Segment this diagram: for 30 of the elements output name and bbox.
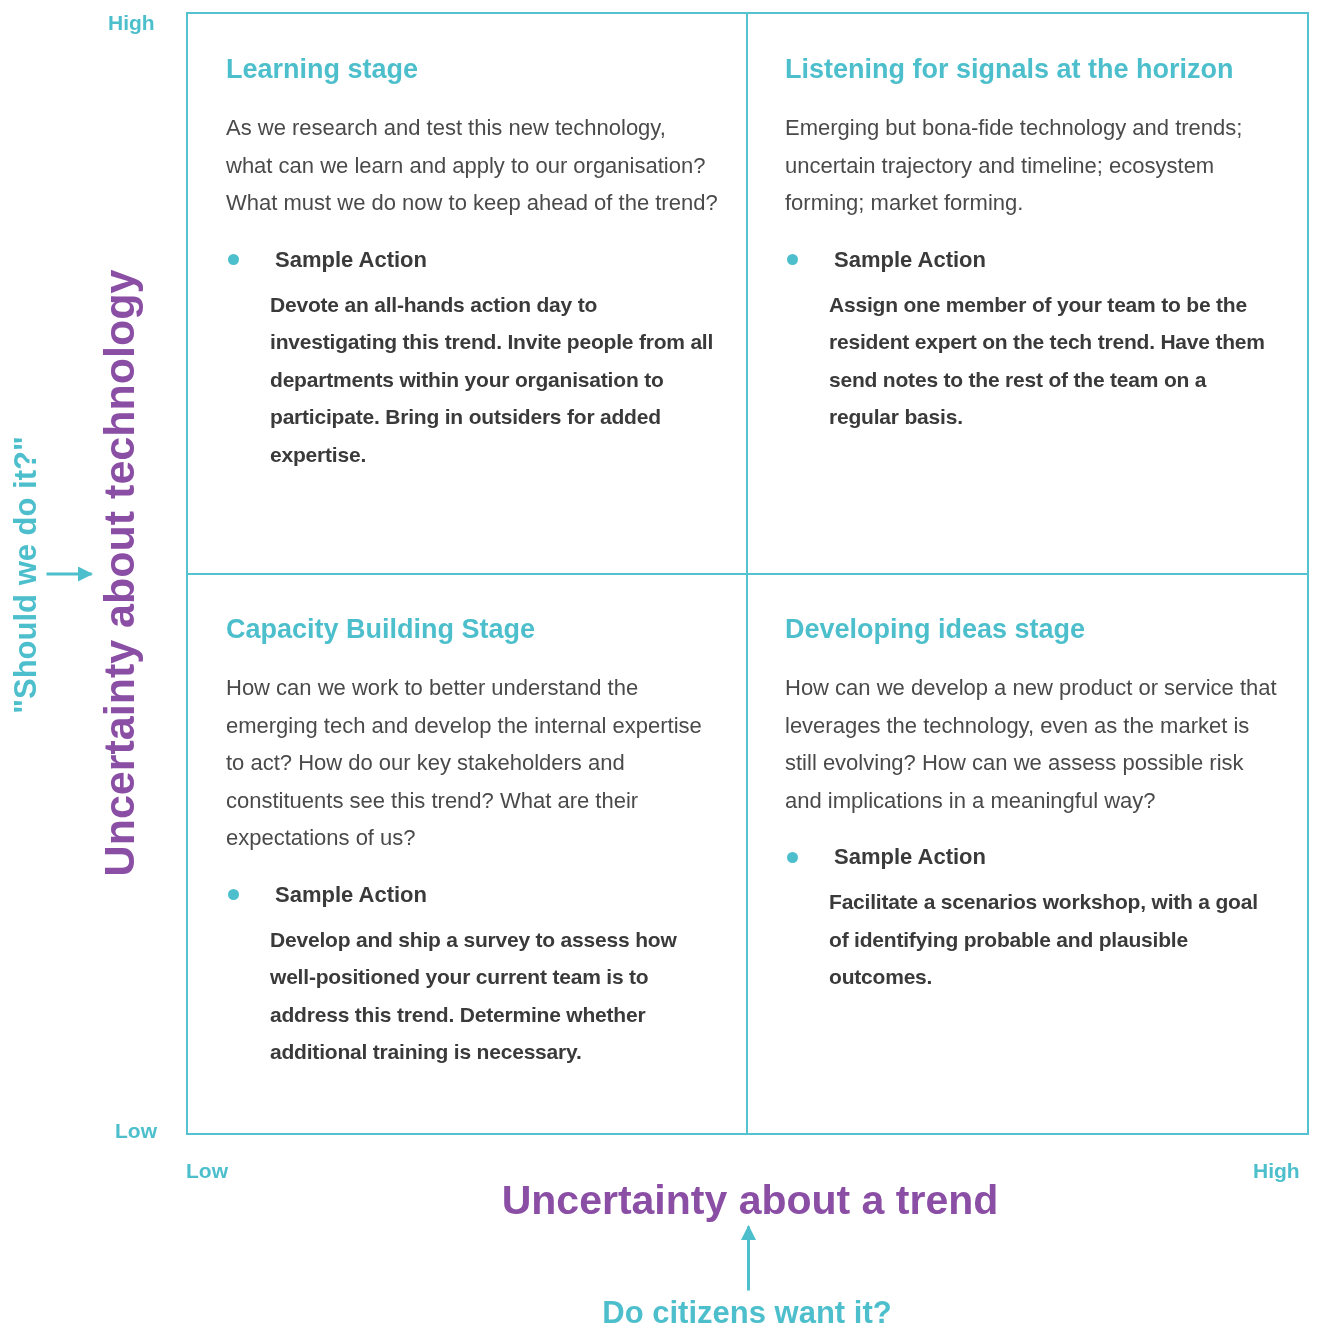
sample-action-text: Develop and ship a survey to assess how well-positioned your current team is to address this trend. Determine whether additional training is necessary. (270, 926, 678, 1065)
sample-action-label: Sample Action (834, 245, 986, 274)
sample-action-label: Sample Action (275, 880, 427, 909)
quadrant-panel (186, 574, 748, 1135)
quadrant-panel (747, 574, 1309, 1135)
quadrant-heading: Capacity Building Stage (226, 613, 537, 646)
axis-title: Uncertainty about a trend (501, 1179, 999, 1221)
quadrant-description: As we research and test this new technology, what can we learn and apply to our organisation? What must we do now to keep ahead of the trend? (226, 114, 718, 217)
quadrant-panel (747, 12, 1309, 575)
quadrant-heading: Listening for signals at the horizon (785, 53, 1235, 86)
quadrant-heading: Learning stage (226, 53, 420, 86)
quadrant-panel (186, 12, 748, 575)
axis-tick-label: Low (115, 1120, 157, 1141)
quadrant-description: How can we develop a new product or service that leverages the technology, even as the market is still evolving? How can we assess possible risk and implications in a meaningful way? (785, 674, 1278, 815)
sample-action-text: Devote an all-hands action day to investigating this trend. Invite people from all departments within your organisation to participate. Bring in outsiders for added expertise. (270, 291, 715, 468)
sample-action-text: Facilitate a scenarios workshop, with a goal of identifying probable and plausible outcomes. (829, 889, 1259, 990)
axis-question: "Should we do it?" (9, 436, 41, 714)
axis-tick-label: High (108, 12, 155, 33)
quadrant-heading: Developing ideas stage (785, 613, 1087, 646)
arrow (46, 566, 93, 582)
quadrant-description: How can we work to better understand the emerging tech and develop the internal expertise to act? How do our key stakeholders and constituents see this trend? What are their expectations of us? (226, 674, 703, 852)
axis-title: Uncertainty about technology (97, 269, 141, 877)
axis-question: Do citizens want it? (602, 1296, 892, 1328)
quadrant-description: Emerging but bona-fide technology and trends; uncertain trajectory and timeline; ecosystem forming; market forming. (785, 114, 1244, 217)
arrow (741, 1225, 756, 1291)
axis-tick-label: Low (186, 1160, 228, 1181)
sample-action-label: Sample Action (275, 245, 427, 274)
sample-action-text: Assign one member of your team to be the resident expert on the tech trend. Have them send notes to the rest of the team on a regular basis. (829, 291, 1266, 430)
axis-tick-label: High (1253, 1160, 1300, 1181)
sample-action-label: Sample Action (834, 843, 986, 871)
